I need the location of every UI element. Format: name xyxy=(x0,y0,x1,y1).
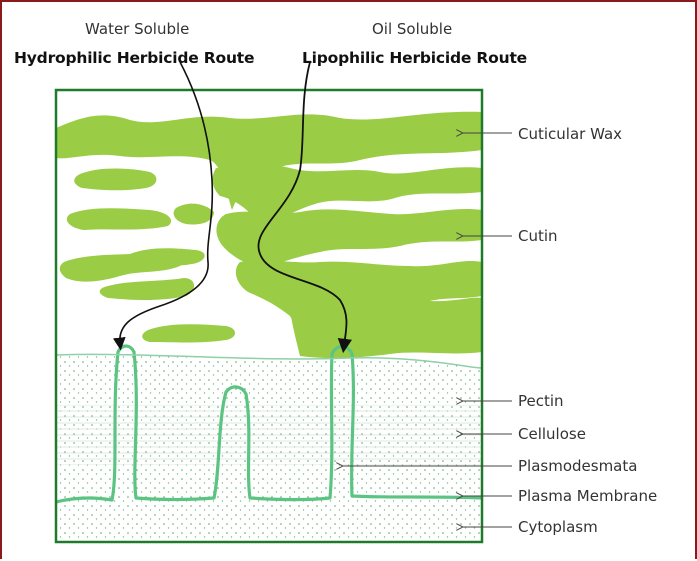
cellulose-lines xyxy=(56,405,482,465)
layer-label-cellulose: Cellulose xyxy=(518,425,586,443)
layer-label-cytoplasm: Cytoplasm xyxy=(518,518,598,536)
layer-label-cuticular-wax: Cuticular Wax xyxy=(518,125,622,143)
layer-label-plasma-membrane: Plasma Membrane xyxy=(518,487,657,505)
layer-label-pectin: Pectin xyxy=(518,392,564,410)
cuticular-wax-blobs xyxy=(56,112,482,358)
layer-label-plasmodesmata: Plasmodesmata xyxy=(518,457,637,475)
hydrophilic-route-arrow xyxy=(120,62,213,344)
layer-label-cutin: Cutin xyxy=(518,227,558,245)
